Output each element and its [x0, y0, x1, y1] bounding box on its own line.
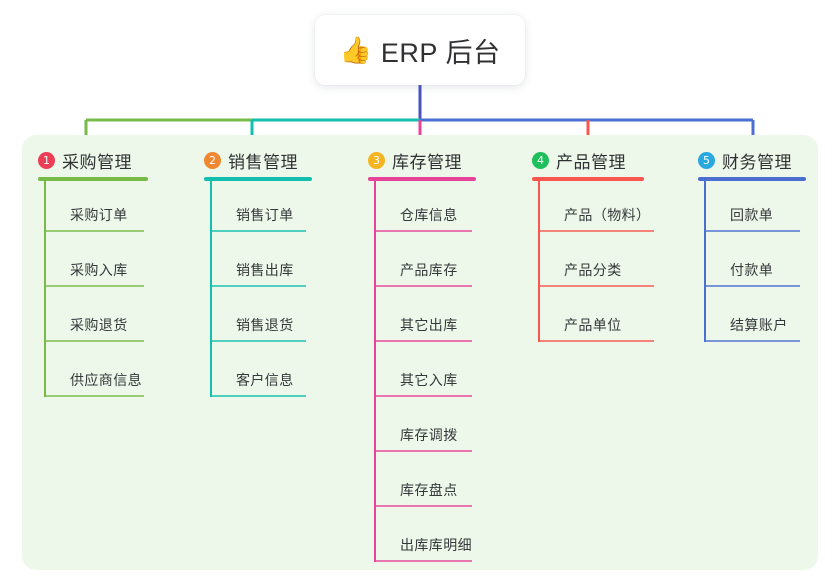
branch-item-label: 产品（物料）	[564, 207, 651, 223]
branch-header-2[interactable]: 2 销售管理	[204, 148, 298, 173]
branch-item-rule	[704, 285, 800, 287]
branch-item-label: 销售退货	[236, 317, 294, 333]
branch-badge-icon: 3	[368, 152, 385, 169]
branch-item-rule	[374, 395, 472, 397]
branch-column-4[interactable]: 4 产品管理产品（物料） 产品分类产品单位	[532, 140, 678, 354]
branch-item-label: 库存盘点	[400, 482, 458, 498]
branch-item-label: 其它出库	[400, 317, 458, 333]
branch-header-rule	[698, 177, 806, 181]
branch-item-label: 库存调拨	[400, 427, 458, 443]
branch-column-3[interactable]: 3 库存管理仓库信息产品库存其它出库其它入库库存调拨库存盘点出库库明细	[368, 140, 496, 574]
branch-item[interactable]: 产品分类	[538, 247, 654, 287]
branch-item-rule	[210, 285, 306, 287]
branch-item[interactable]: 其它出库	[374, 302, 472, 342]
branch-item-label: 采购退货	[70, 317, 128, 333]
branch-item[interactable]: 采购退货	[44, 302, 144, 342]
branch-item-rule	[374, 505, 472, 507]
branch-item-rule	[44, 285, 144, 287]
branch-item[interactable]: 回款单	[704, 192, 800, 232]
branch-item[interactable]: 付款单	[704, 247, 800, 287]
branch-header-rule	[38, 177, 148, 181]
branch-item[interactable]: 客户信息	[210, 357, 306, 397]
branch-item[interactable]: 出库库明细	[374, 522, 472, 562]
branch-spine	[704, 181, 706, 342]
branch-item-label: 出库库明细	[400, 537, 472, 553]
diagram-panel	[22, 135, 818, 570]
branch-item-label: 采购订单	[70, 207, 128, 223]
branch-item-label: 销售出库	[236, 262, 294, 278]
branch-item-rule	[374, 340, 472, 342]
branch-header-3[interactable]: 3 库存管理	[368, 148, 462, 173]
branch-item-rule	[704, 230, 800, 232]
branch-header-4[interactable]: 4 产品管理	[532, 148, 626, 173]
branch-badge-icon: 5	[698, 152, 715, 169]
branch-spine	[374, 181, 376, 562]
branch-column-5[interactable]: 5 财务管理回款单付款单结算账户	[698, 140, 824, 354]
branch-item-label: 销售订单	[236, 207, 294, 223]
branch-title: 采购管理	[62, 153, 132, 172]
branch-title: 产品管理	[556, 153, 626, 172]
branch-item-label: 其它入库	[400, 372, 458, 388]
branch-badge-icon: 4	[532, 152, 549, 169]
branch-badge-icon: 2	[204, 152, 221, 169]
branch-column-2[interactable]: 2 销售管理销售订单销售出库销售退货客户信息	[204, 140, 330, 409]
branch-item-label: 产品单位	[564, 317, 622, 333]
branch-header-rule	[532, 177, 644, 181]
branch-item[interactable]: 其它入库	[374, 357, 472, 397]
branch-item[interactable]: 结算账户	[704, 302, 800, 342]
branch-item[interactable]: 仓库信息	[374, 192, 472, 232]
branch-item-rule	[44, 395, 144, 397]
branch-item-rule	[374, 560, 472, 562]
branch-item[interactable]: 库存调拨	[374, 412, 472, 452]
branch-item[interactable]: 供应商信息	[44, 357, 144, 397]
root-node-content: 👍 ERP 后台	[340, 31, 501, 70]
branch-item-rule	[538, 340, 654, 342]
branch-item-rule	[210, 395, 306, 397]
branch-item[interactable]: 销售退货	[210, 302, 306, 342]
branch-item[interactable]: 销售订单	[210, 192, 306, 232]
branch-item-rule	[210, 340, 306, 342]
branch-item[interactable]: 产品库存	[374, 247, 472, 287]
branch-item[interactable]: 采购入库	[44, 247, 144, 287]
branch-header-rule	[204, 177, 312, 181]
branch-item[interactable]: 销售出库	[210, 247, 306, 287]
branch-item-label: 产品库存	[400, 262, 458, 278]
branch-item-label: 采购入库	[70, 262, 128, 278]
branch-item-rule	[374, 230, 472, 232]
branch-header-rule	[368, 177, 476, 181]
branch-column-1[interactable]: 1 采购管理采购订单采购入库采购退货供应商信息	[38, 140, 168, 409]
branch-item[interactable]: 产品单位	[538, 302, 654, 342]
branch-item-rule	[44, 230, 144, 232]
root-node[interactable]: 👍 ERP 后台	[315, 15, 525, 85]
branch-spine	[538, 181, 540, 342]
branch-item-label: 结算账户	[730, 317, 788, 333]
branch-item-rule	[210, 230, 306, 232]
thumbs-up-icon: 👍	[339, 35, 372, 65]
branch-item[interactable]: 采购订单	[44, 192, 144, 232]
branch-header-5[interactable]: 5 财务管理	[698, 148, 792, 173]
branch-title: 财务管理	[722, 153, 792, 172]
branch-item-label: 回款单	[730, 207, 774, 223]
root-node-label: ERP 后台	[380, 37, 501, 68]
branch-item-label: 产品分类	[564, 262, 622, 278]
branch-spine	[210, 181, 212, 397]
branch-badge-icon: 1	[38, 152, 55, 169]
branch-item-rule	[538, 230, 654, 232]
branch-item-label: 付款单	[730, 262, 774, 278]
branch-item[interactable]: 库存盘点	[374, 467, 472, 507]
branch-item-rule	[374, 450, 472, 452]
branch-item-label: 仓库信息	[400, 207, 458, 223]
branch-item[interactable]: 产品（物料）	[538, 192, 654, 232]
branch-spine	[44, 181, 46, 397]
branch-item-rule	[44, 340, 144, 342]
branch-item-label: 客户信息	[236, 372, 294, 388]
branch-title: 库存管理	[392, 153, 462, 172]
branch-item-rule	[374, 285, 472, 287]
branch-item-label: 供应商信息	[70, 372, 142, 388]
branch-item-rule	[704, 340, 800, 342]
branch-title: 销售管理	[228, 153, 298, 172]
branch-item-rule	[538, 285, 654, 287]
branch-header-1[interactable]: 1 采购管理	[38, 148, 132, 173]
